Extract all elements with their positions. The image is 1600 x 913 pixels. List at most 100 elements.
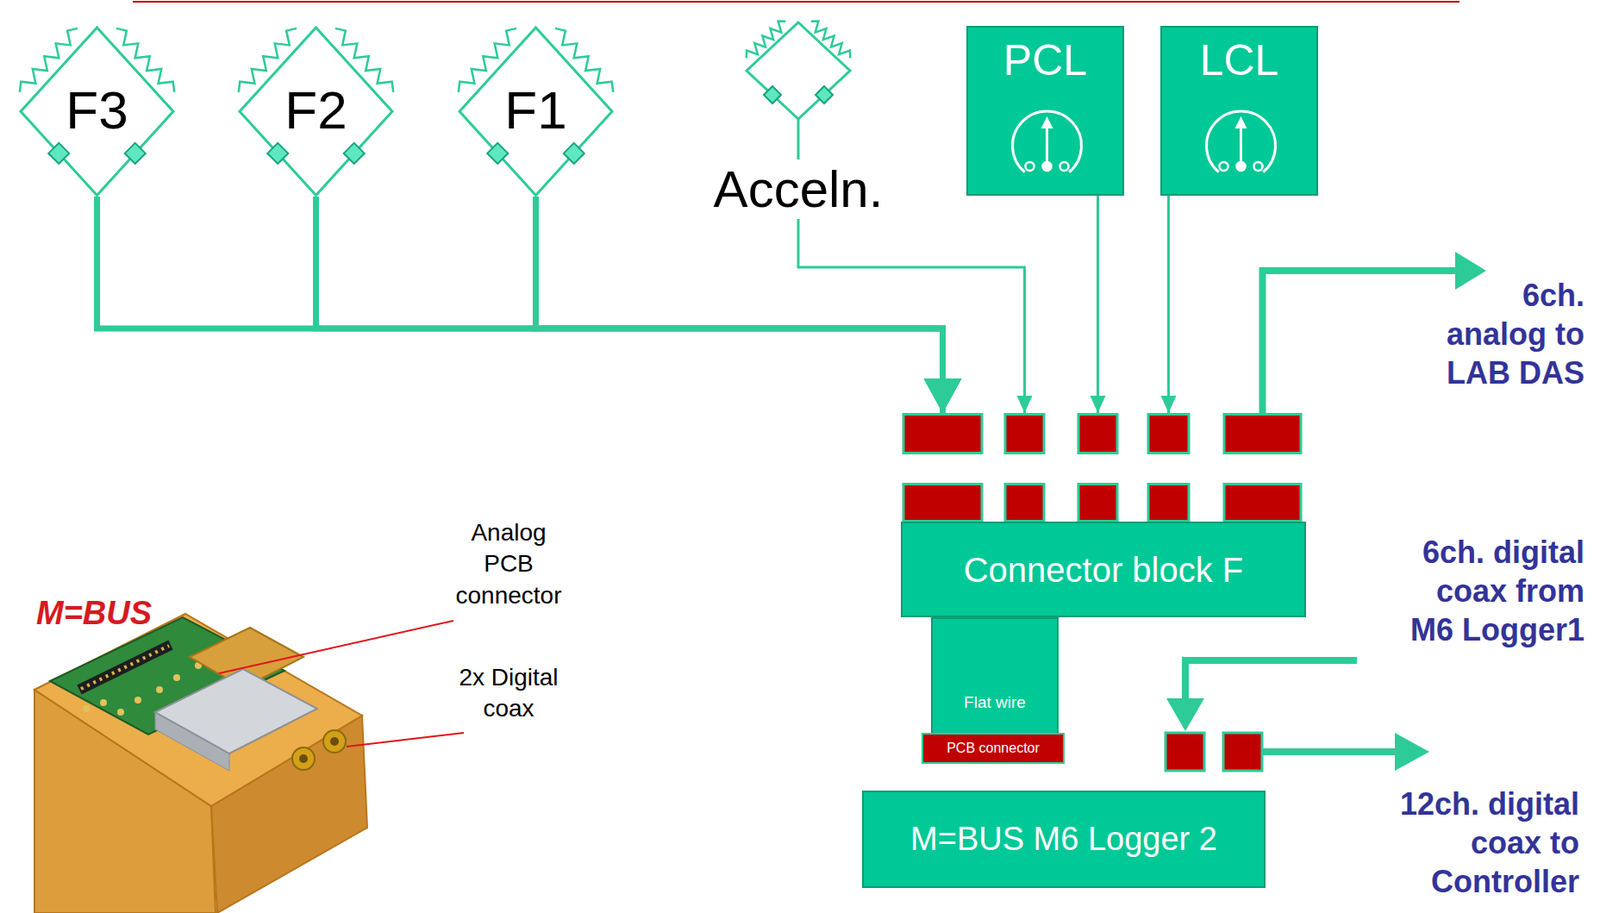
strain-bridge: F3 — [10, 10, 184, 197]
connector-socket — [903, 414, 982, 454]
text-holder: F2 — [229, 10, 403, 197]
node-label: F2 — [284, 79, 347, 141]
resistor-symbol — [811, 21, 851, 59]
text-holder: PCL — [968, 27, 1123, 194]
pin-dot — [1025, 162, 1035, 171]
text-holder: LCL — [1162, 27, 1317, 194]
text-holder: Flat wire — [932, 618, 1057, 733]
terminal-node — [125, 143, 146, 164]
wiper-head — [1235, 116, 1248, 129]
node-shape — [932, 618, 1061, 737]
pcb-pad — [100, 699, 107, 707]
arrow-head — [1394, 732, 1430, 771]
wiper-line — [1239, 126, 1243, 167]
signal-label: 12ch. digital coax to Controller — [1391, 784, 1580, 901]
terminal-node — [267, 143, 288, 164]
text-holder: F3 — [10, 10, 184, 197]
text-holder: F1 — [449, 10, 623, 197]
text-holder: PCB connector — [923, 734, 1063, 763]
label-box: 6ch. digital coax from M6 Logger1 — [1401, 532, 1585, 650]
analog-out-arrow — [1262, 270, 1458, 413]
connector-block-body — [901, 522, 1306, 617]
connector-socket — [1224, 484, 1301, 522]
label-box: 12ch. digital coax to Controller — [1391, 784, 1580, 901]
node-label: PCB connector — [946, 740, 1040, 757]
terminal-node — [48, 143, 69, 164]
pin-dot — [1237, 162, 1246, 171]
callout-label: Analog PCB connector — [443, 517, 574, 612]
coax-socket — [292, 747, 315, 770]
battery-pack — [155, 668, 318, 754]
connector-socket — [1224, 414, 1301, 454]
pcb-connector: PCB connector — [921, 732, 1065, 764]
wiper-line — [1045, 126, 1049, 167]
node-label: Acceln. — [710, 159, 888, 219]
connector-socket — [1078, 484, 1118, 522]
coax-socket — [323, 730, 346, 753]
connector-socket — [903, 484, 982, 522]
potentiometer-box: LCL — [1160, 25, 1319, 196]
connector-socket — [1148, 484, 1189, 522]
callout-label: 2x Digital coax — [443, 662, 574, 725]
strain-bridge: F1 — [449, 10, 623, 197]
accelerometer-bridge: Acceln. — [703, 6, 894, 219]
signal-connector — [1096, 195, 1100, 413]
potentiometer-arc — [1206, 111, 1276, 173]
node-label: Flat wire — [963, 693, 1026, 713]
pin-dot — [1219, 162, 1229, 171]
strain-bridge: F2 — [229, 10, 403, 197]
digital-in-arrow — [1185, 660, 1357, 700]
label-box: 2x Digital coax — [443, 662, 574, 725]
flat-wire: Flat wire — [931, 617, 1059, 735]
terminal-node — [563, 143, 585, 164]
connector-socket — [1148, 414, 1189, 454]
terminal-node — [343, 143, 365, 164]
text-holder: Acceln. — [703, 6, 894, 219]
pin-dot — [1043, 162, 1052, 171]
connector-socket — [1078, 414, 1118, 454]
digital-out-arrow — [1262, 748, 1397, 756]
brand-logo: M=BUS — [36, 594, 183, 633]
pcb-pad — [156, 686, 163, 694]
node-label: F1 — [504, 79, 567, 141]
node-label: Connector block F — [963, 550, 1244, 590]
signal-connector — [536, 196, 944, 413]
connector-socket — [1005, 414, 1044, 454]
leader-line — [218, 620, 454, 674]
pcb-pad — [134, 696, 142, 704]
node-label: PCL — [1003, 36, 1088, 87]
pcb-pad — [173, 674, 181, 682]
signal-label: 6ch. digital coax from M6 Logger1 — [1401, 532, 1585, 650]
bridge-diamond — [459, 27, 613, 196]
leader-line — [346, 732, 464, 747]
node-label: F3 — [65, 79, 128, 141]
coax-connector — [1223, 732, 1263, 771]
resistor-symbol — [746, 21, 787, 59]
terminal-node — [815, 86, 833, 104]
signal-label: 6ch. analog to LAB DAS — [1429, 275, 1585, 393]
text-holder: M=BUS M6 Logger 2 — [863, 792, 1264, 887]
connector-block: Connector block F — [900, 412, 1307, 618]
pcb-header-pins — [81, 645, 169, 689]
node-label: LCL — [1200, 36, 1280, 87]
label-box: M=BUS — [36, 594, 183, 633]
bridge-diamond — [239, 27, 393, 196]
coax-pin — [299, 754, 308, 763]
logger-photo — [34, 613, 368, 913]
arrow-head — [1455, 251, 1487, 290]
title-rule — [132, 0, 1460, 3]
label-box: Analog PCB connector — [443, 517, 574, 612]
pin-dot — [1254, 162, 1263, 171]
arrow-head — [1166, 698, 1205, 732]
signal-connector — [1167, 195, 1170, 413]
coax-connector — [1165, 732, 1205, 771]
signal-connector — [316, 196, 944, 413]
text-holder: Connector block F — [900, 522, 1307, 618]
pcb-pad — [82, 705, 90, 713]
coax-pin — [330, 737, 339, 746]
connector-socket — [1005, 484, 1044, 522]
terminal-node — [763, 86, 782, 104]
potentiometer-arc — [1012, 111, 1082, 173]
